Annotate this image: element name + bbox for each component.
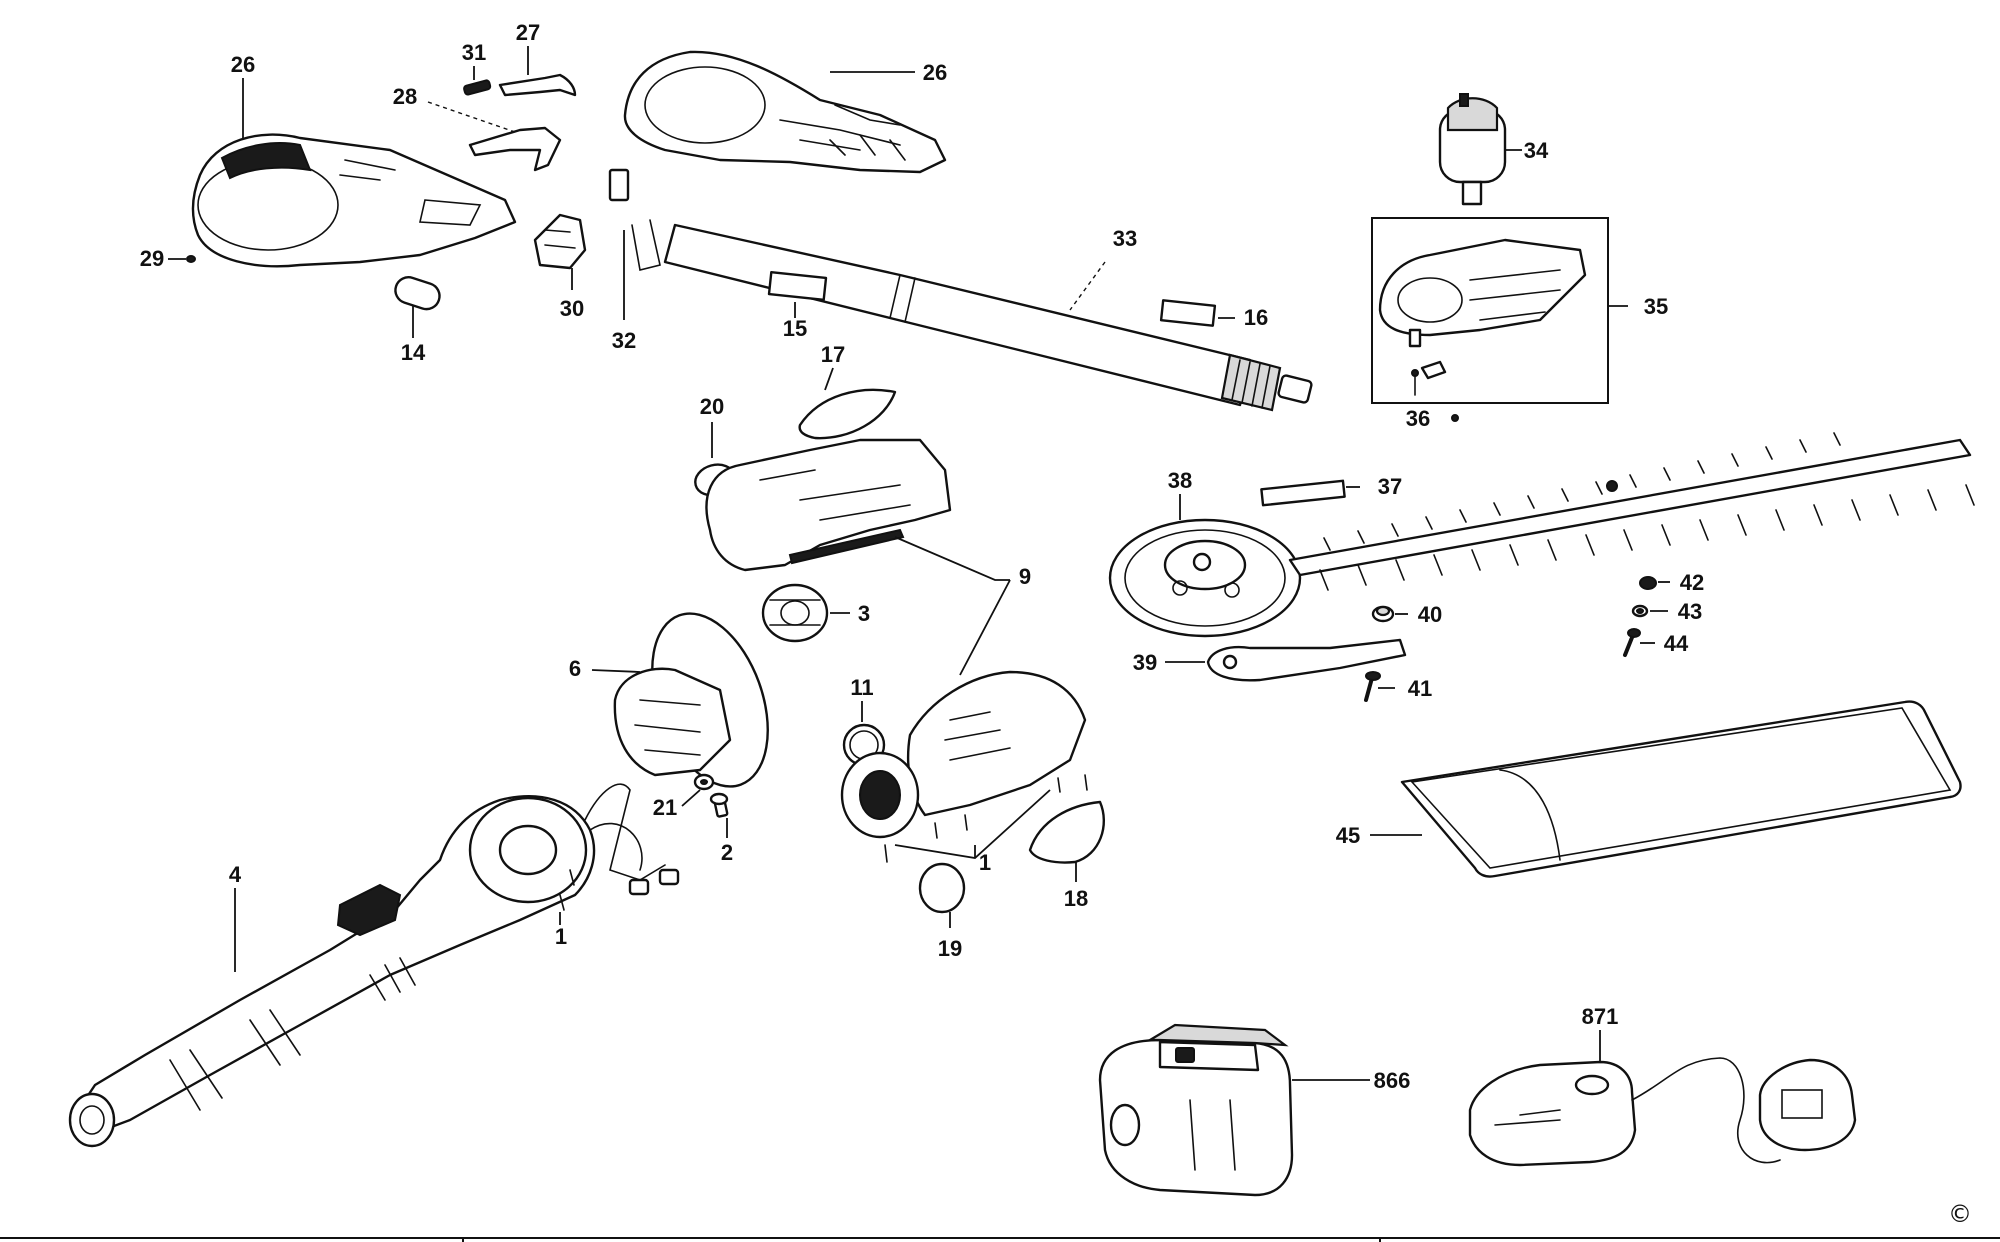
part-30-switch xyxy=(533,213,587,270)
callout-19: 19 xyxy=(938,936,962,961)
callout-36: 36 xyxy=(1406,406,1430,431)
part-4-handle-assembly xyxy=(68,783,666,1148)
part-35-gear-housing xyxy=(1378,238,1587,348)
part-26-handle-right xyxy=(623,50,947,174)
callout-26b: 26 xyxy=(923,60,947,85)
callout-27: 27 xyxy=(516,20,540,45)
part-38-drive-gear xyxy=(1108,518,1302,638)
callout-6: 6 xyxy=(569,656,581,681)
callout-28: 28 xyxy=(393,84,417,109)
callout-26a: 26 xyxy=(231,52,255,77)
callout-35: 35 xyxy=(1644,294,1668,319)
part-3-hub xyxy=(761,583,829,643)
part-28-lever xyxy=(468,126,562,172)
part-29-screw xyxy=(186,255,196,263)
leader-28 xyxy=(427,101,516,133)
part-31-spring xyxy=(463,79,492,96)
callout-29: 29 xyxy=(140,246,164,271)
part-9-housing-upper xyxy=(705,438,952,572)
callout-31: 31 xyxy=(462,40,486,65)
callout-34: 34 xyxy=(1524,138,1549,163)
leader-21 xyxy=(681,789,701,807)
part-16-label xyxy=(1159,299,1217,327)
callout-16: 16 xyxy=(1244,305,1268,330)
callout-38: 38 xyxy=(1168,468,1192,493)
part-44-screw xyxy=(1623,628,1641,657)
callout-40: 40 xyxy=(1418,602,1442,627)
part-6-guard xyxy=(613,612,769,788)
callout-4: 4 xyxy=(229,862,242,887)
copyright-symbol: © xyxy=(1948,1200,1972,1228)
callout-1b: 1 xyxy=(979,850,991,875)
leader-9 xyxy=(894,536,1011,676)
part-18-cover xyxy=(1028,800,1105,864)
part-9-housing-lower xyxy=(840,670,1087,839)
callout-42: 42 xyxy=(1680,570,1704,595)
callout-3: 3 xyxy=(858,601,870,626)
callout-43: 43 xyxy=(1678,599,1702,624)
callout-45: 45 xyxy=(1336,823,1360,848)
callout-20: 20 xyxy=(700,394,724,419)
callout-9: 9 xyxy=(1019,564,1031,589)
callout-37: 37 xyxy=(1378,474,1402,499)
part-40-nut xyxy=(1371,605,1395,623)
callout-21: 21 xyxy=(653,795,677,820)
part-1-screws-handle xyxy=(559,869,575,911)
blade-assembly xyxy=(1288,432,1975,591)
callout-15: 15 xyxy=(783,316,807,341)
callout-32: 32 xyxy=(612,328,636,353)
callout-17: 17 xyxy=(821,342,845,367)
callout-11: 11 xyxy=(850,675,873,700)
part-26-handle-left xyxy=(191,133,517,268)
part-14-pad xyxy=(394,276,441,311)
callout-2: 2 xyxy=(721,840,733,865)
callout-41: 41 xyxy=(1408,676,1432,701)
callout-33: 33 xyxy=(1113,226,1137,251)
part-35-screw xyxy=(1411,360,1447,396)
part-35-box-frame xyxy=(1371,217,1609,404)
part-871-charger xyxy=(1468,1057,1857,1167)
callout-30: 30 xyxy=(560,296,584,321)
part-32-connector xyxy=(608,168,661,271)
part-42-nut xyxy=(1639,576,1657,590)
leader-17 xyxy=(824,367,834,391)
part-19-lens xyxy=(918,862,966,914)
callout-866: 866 xyxy=(1374,1068,1411,1093)
callout-14: 14 xyxy=(401,340,426,365)
callout-18: 18 xyxy=(1064,886,1088,911)
part-4-wire-connectors xyxy=(628,868,680,896)
part-27-trigger xyxy=(498,73,577,97)
leader-33 xyxy=(1069,261,1106,311)
part-45-blade-cover xyxy=(1400,700,1962,878)
part-37-plate xyxy=(1260,479,1346,507)
part-33-shaft xyxy=(663,223,1313,412)
callout-1a: 1 xyxy=(555,924,567,949)
part-2-screw xyxy=(709,792,729,818)
part-36-screw xyxy=(1451,414,1459,422)
part-15-label xyxy=(767,271,828,302)
part-34-motor xyxy=(1438,93,1507,206)
part-41-screw xyxy=(1364,671,1381,702)
callout-871: 871 xyxy=(1582,1004,1619,1029)
part-17-cover xyxy=(798,388,897,440)
part-39-arm xyxy=(1206,638,1407,682)
part-43-washer xyxy=(1631,604,1649,618)
leader-6 xyxy=(591,669,641,673)
callout-39: 39 xyxy=(1133,650,1157,675)
part-1-screws-head xyxy=(884,774,1088,863)
part-866-battery xyxy=(1098,1023,1294,1197)
callout-44: 44 xyxy=(1664,631,1689,656)
part-21-washer xyxy=(693,773,715,791)
